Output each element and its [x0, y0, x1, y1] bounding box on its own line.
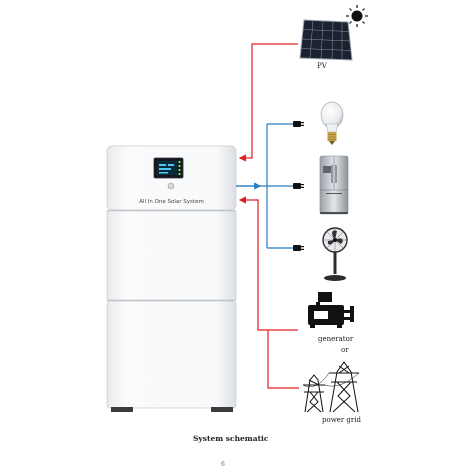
- generator-label: generator: [318, 335, 354, 343]
- light-bulb-icon: [320, 101, 344, 145]
- sun-icon: [346, 5, 368, 27]
- generator-icon: [308, 292, 354, 328]
- plug-icon: [293, 183, 304, 189]
- power-grid-label: power grid: [322, 416, 361, 424]
- plug-icon: [293, 245, 304, 251]
- input-lines: [238, 43, 299, 389]
- refrigerator-icon: [319, 155, 349, 215]
- electric-fan-icon: [322, 227, 348, 281]
- cabinet-label: All In One Solar System: [139, 199, 204, 205]
- power-tower-icon: [302, 361, 360, 413]
- solar-system-cabinet: [106, 145, 237, 412]
- page-number: 6: [221, 461, 225, 468]
- plug-icon: [293, 121, 304, 127]
- status-indicators: [178, 160, 181, 176]
- diagram-caption: System schematic: [193, 434, 269, 443]
- output-lines: [236, 123, 293, 249]
- solar-panel-icon: [299, 19, 353, 61]
- pv-label: PV: [317, 62, 327, 70]
- power-button: [167, 182, 175, 190]
- or-label: or: [341, 346, 349, 354]
